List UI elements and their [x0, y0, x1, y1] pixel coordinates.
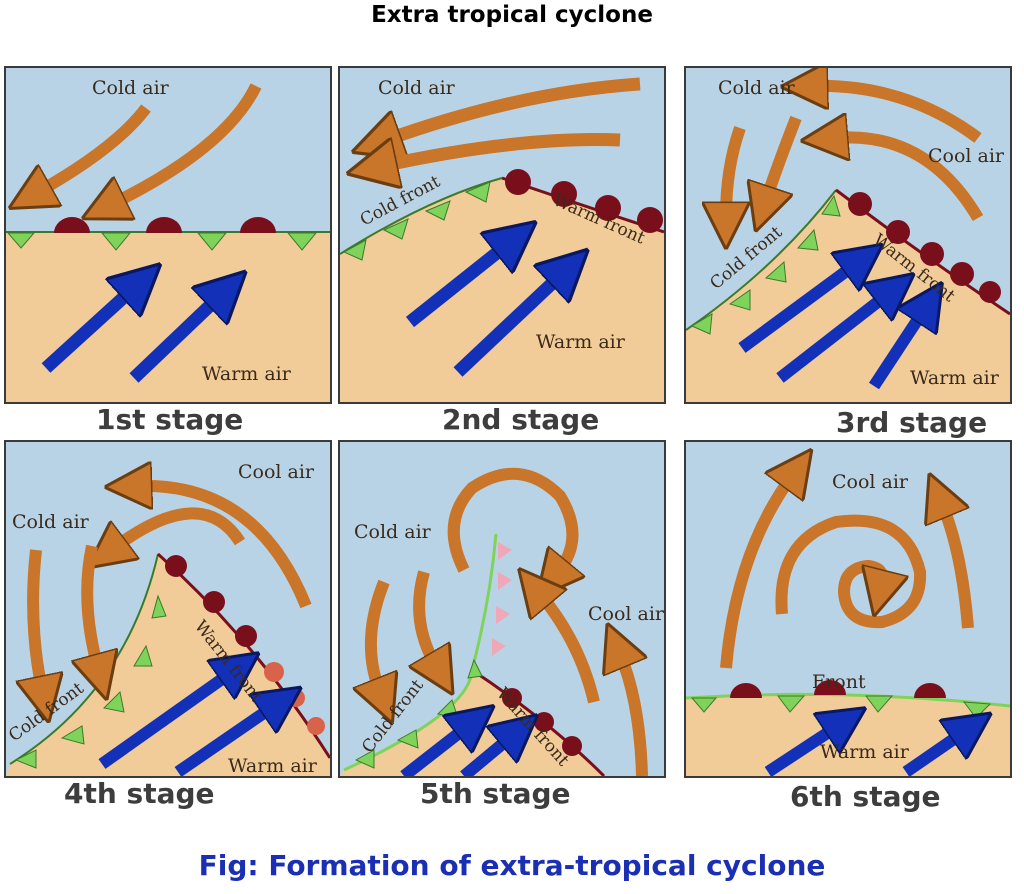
stage-2-label: 2nd stage — [442, 403, 600, 436]
warm-air-arrows — [764, 726, 964, 776]
stage-4-label: 4th stage — [64, 777, 215, 810]
cold-air-arrows — [726, 86, 984, 218]
stage-3-diagram: Cold air Cool air Cold front Warm front … — [686, 68, 1010, 402]
cold-air-label: Cold air — [354, 521, 432, 543]
cold-air-label: Cold air — [12, 511, 90, 533]
cool-air-label: Cool air — [928, 145, 1005, 167]
warm-air-arrows — [41, 288, 220, 383]
warm-air-arrows — [98, 672, 274, 776]
cold-air-label: Cold air — [92, 77, 170, 99]
warm-air-label: Warm air — [202, 363, 292, 385]
front-label: Front — [812, 671, 866, 693]
stage-1-panel: Cold air Warm air — [4, 66, 332, 404]
warm-air-label: Warm air — [228, 755, 318, 776]
stage-4-diagram: Cool air Cold air Cold front Warm front … — [6, 461, 330, 776]
cold-air-label: Cold air — [378, 77, 456, 99]
cold-front-triangles — [14, 594, 167, 769]
warm-air-region — [6, 232, 330, 402]
warm-air-region — [686, 190, 1010, 402]
cold-air-label: Cold air — [718, 77, 796, 99]
warm-air-arrows — [405, 244, 562, 377]
cold-air-arrows — [382, 77, 641, 166]
stage-1-label: 1st stage — [96, 403, 244, 436]
warm-front-semicircles — [54, 217, 276, 233]
stage-6-label: 6th stage — [790, 780, 941, 813]
occluding-front-markers — [492, 542, 512, 656]
cold-front-triangles — [6, 232, 318, 251]
cold-air-arrows — [33, 486, 312, 690]
warm-front-semicircles — [848, 192, 1001, 303]
stage-6-panel: Cool air Front Warm air — [684, 440, 1012, 778]
cold-front-triangles — [690, 695, 992, 719]
cold-front-line — [340, 177, 503, 255]
stage-3-label: 3rd stage — [836, 406, 988, 439]
warm-air-label: Warm air — [536, 331, 626, 353]
cool-air-label: Cool air — [588, 603, 664, 625]
warm-air-label: Warm air — [910, 367, 1000, 389]
cool-air-label: Cool air — [832, 471, 909, 493]
stage-2-panel: Cold air Cold front Warm front Warm air — [338, 66, 666, 404]
warm-air-region — [340, 178, 664, 402]
warm-air-arrows — [738, 264, 924, 390]
warm-air-region — [6, 554, 330, 776]
stage-3-panel: Cold air Cool air Cold front Warm front … — [684, 66, 1012, 404]
stage-1-diagram: Cold air Warm air — [6, 77, 330, 402]
stage-6-diagram: Cool air Front Warm air — [686, 442, 1010, 776]
warm-front-semicircles — [505, 169, 663, 233]
warm-air-arrows — [400, 726, 512, 776]
cold-air-arrows — [371, 467, 648, 776]
cool-air-label: Cool air — [238, 461, 315, 483]
warm-front-semicircles — [165, 555, 257, 647]
cold-front-triangles — [342, 181, 491, 261]
warm-air-label: Warm air — [820, 741, 910, 763]
stage-5-label: 5th stage — [420, 777, 571, 810]
stage-2-diagram: Cold air Cold front Warm front Warm air — [340, 77, 664, 402]
stage-5-diagram: Cold air Cool air Cold front Warm front — [340, 467, 664, 776]
figure-caption: Fig: Formation of extra-tropical cyclone — [198, 849, 826, 882]
cold-front-line — [686, 189, 837, 331]
cold-front-triangles — [690, 194, 841, 335]
stage-5-panel: Cold air Cool air Cold front Warm front — [338, 440, 666, 778]
warm-front-semicircles — [730, 680, 946, 698]
diagram-title: Extra tropical cyclone — [371, 2, 653, 28]
stage-4-panel: Cool air Cold air Cold front Warm front … — [4, 440, 332, 778]
cold-air-arrows — [720, 476, 974, 669]
cold-air-arrows — [38, 83, 262, 204]
